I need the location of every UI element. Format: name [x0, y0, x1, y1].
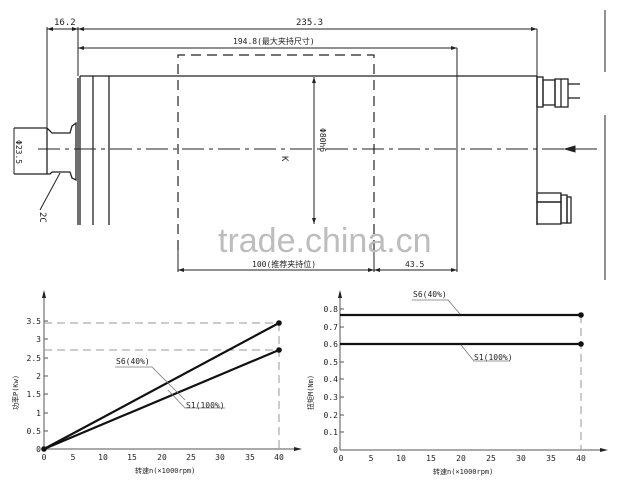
dim-overall-length: 235.3 — [296, 18, 323, 28]
svg-text:0.6: 0.6 — [324, 340, 339, 349]
svg-text:30: 30 — [215, 453, 225, 462]
svg-text:0: 0 — [36, 445, 41, 454]
svg-text:0: 0 — [333, 446, 338, 455]
svg-text:0.5: 0.5 — [27, 427, 42, 436]
svg-text:5: 5 — [369, 454, 374, 463]
svg-text:0.1: 0.1 — [324, 428, 339, 437]
dim-flange-length: 16.2 — [54, 18, 76, 28]
svg-text:20: 20 — [157, 453, 167, 462]
y-axis-label: 功率P(Kw) — [11, 375, 20, 410]
series-s6 — [43, 322, 280, 450]
svg-text:1.5: 1.5 — [27, 390, 42, 399]
dimension-arrowheads — [47, 27, 537, 272]
svg-text:10: 10 — [98, 453, 108, 462]
x-axis-arrow-icon — [294, 447, 302, 451]
x-axis-arrow-icon — [600, 448, 608, 452]
svg-text:3.5: 3.5 — [27, 317, 42, 326]
watermark: trade.china.cn — [218, 222, 432, 260]
svg-text:0.4: 0.4 — [324, 375, 339, 384]
svg-text:0.7: 0.7 — [324, 323, 339, 332]
svg-text:25: 25 — [486, 454, 496, 463]
svg-text:20: 20 — [456, 454, 466, 463]
y-axis-arrow-icon — [42, 290, 46, 298]
power-chart: S6(40%) S1(100%) 0 0.5 1 1.5 2 2.5 3 3.5… — [11, 290, 302, 475]
svg-text:25: 25 — [186, 453, 196, 462]
svg-text:0.2: 0.2 — [324, 411, 339, 420]
dim-chamfer: 2C — [37, 212, 47, 223]
torque-chart: S6(40%) S1(100%) 0 0.1 0.2 0.3 0.4 0.5 0… — [306, 290, 608, 476]
svg-text:2.5: 2.5 — [27, 354, 42, 363]
svg-text:10: 10 — [396, 454, 406, 463]
view-arrow-k — [563, 145, 597, 153]
svg-text:40: 40 — [274, 453, 284, 462]
svg-text:40: 40 — [576, 454, 586, 463]
x-axis-label: 转速n(×1000rpm) — [135, 466, 195, 475]
dim-recommended-clamp: 100(推荐夹持位) — [252, 259, 316, 269]
y-axis-arrow-icon — [338, 290, 342, 298]
svg-text:15: 15 — [127, 453, 137, 462]
motor-outline — [14, 75, 580, 225]
svg-text:35: 35 — [245, 453, 255, 462]
svg-text:0.5: 0.5 — [324, 358, 339, 367]
legend-s6: S6(40%) — [116, 357, 150, 366]
legend-s1: S1(100%) — [474, 353, 513, 362]
svg-text:2: 2 — [36, 372, 41, 381]
svg-text:0.3: 0.3 — [324, 393, 339, 402]
y-axis-label: 扭矩M(Nm) — [306, 375, 315, 410]
svg-text:0.8: 0.8 — [324, 305, 339, 314]
svg-text:35: 35 — [546, 454, 556, 463]
svg-text:0: 0 — [42, 453, 47, 462]
svg-text:5: 5 — [71, 453, 76, 462]
clamp-zone — [177, 54, 375, 250]
dim-body-diameter: Φ80h6 — [318, 128, 327, 152]
x-axis-label: 转速n(×1000rpm) — [433, 467, 493, 476]
view-label-k: K — [279, 156, 289, 162]
svg-text:15: 15 — [426, 454, 436, 463]
legend-s6: S6(40%) — [413, 290, 447, 299]
legend-s1: S1(100%) — [186, 401, 225, 410]
svg-text:0: 0 — [339, 454, 344, 463]
svg-text:3: 3 — [36, 335, 41, 344]
dim-max-clamp: 194.8(最大夹持尺寸) — [233, 36, 315, 46]
svg-text:30: 30 — [516, 454, 526, 463]
svg-text:1: 1 — [36, 409, 41, 418]
series-s1 — [43, 348, 280, 451]
dim-rear-length: 43.5 — [405, 260, 424, 269]
dim-shaft-diameter: Φ23.5 — [14, 140, 23, 164]
